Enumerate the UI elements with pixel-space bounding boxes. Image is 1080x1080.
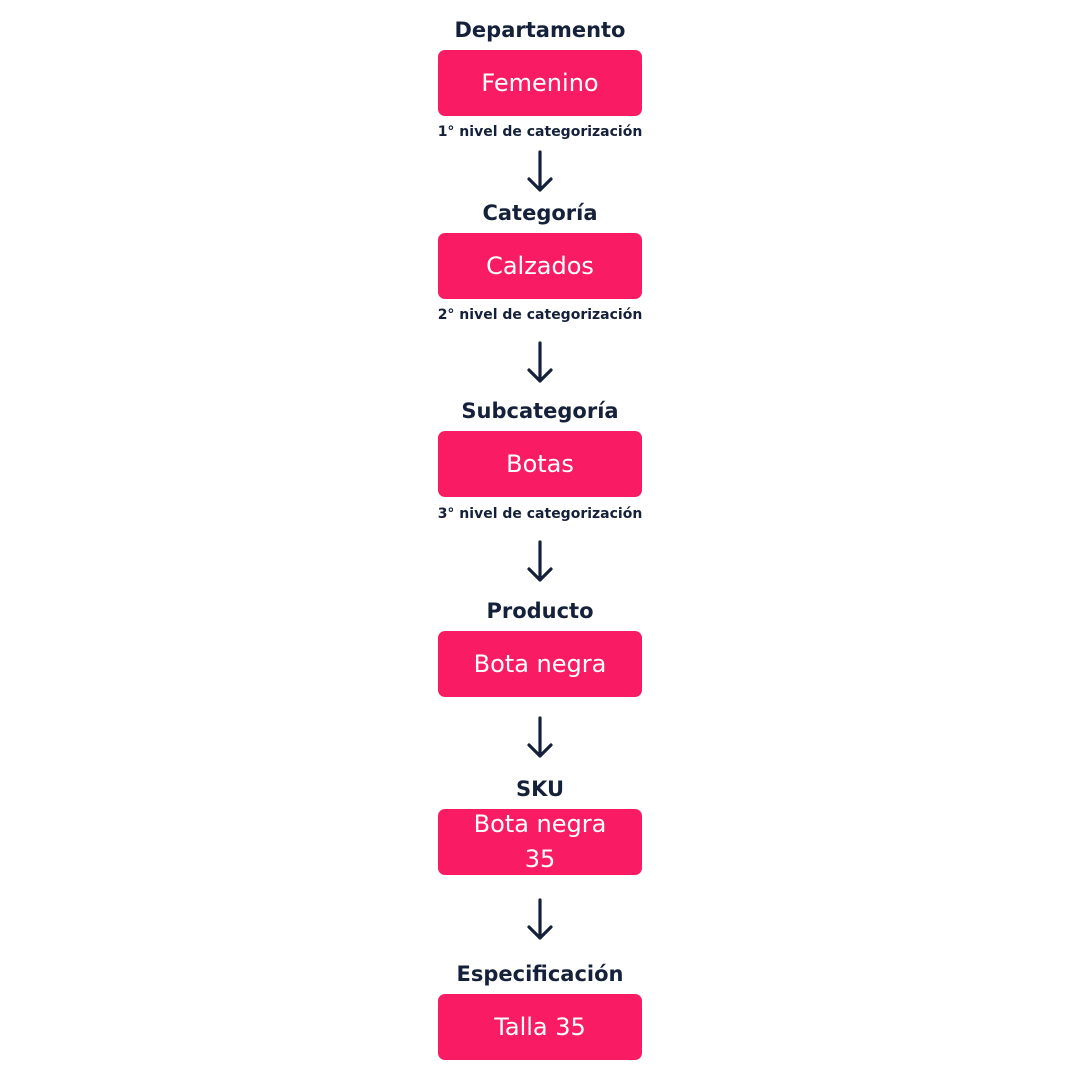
down-arrow-icon (524, 716, 556, 760)
level-note-3: 3° nivel de categorización (437, 506, 643, 522)
level-note-2: 2° nivel de categorización (437, 307, 643, 323)
node-label-subcategoria: Subcategoría (461, 399, 619, 423)
node-box-sku: Bota negra 35 (438, 809, 642, 875)
node-box-categoria: Calzados (438, 233, 642, 299)
node-label-categoria: Categoría (482, 201, 598, 225)
node-box-especificacion: Talla 35 (438, 994, 642, 1060)
down-arrow-icon (524, 540, 556, 584)
node-label-departamento: Departamento (454, 18, 626, 42)
node-label-sku: SKU (515, 777, 565, 801)
node-box-departamento: Femenino (438, 50, 642, 116)
node-label-especificacion: Especificación (456, 962, 624, 986)
down-arrow-icon (524, 150, 556, 194)
node-box-producto: Bota negra (438, 631, 642, 697)
down-arrow-icon (524, 341, 556, 385)
node-label-producto: Producto (486, 599, 594, 623)
down-arrow-icon (524, 898, 556, 942)
level-note-1: 1° nivel de categorización (437, 124, 643, 140)
node-box-subcategoria: Botas (438, 431, 642, 497)
